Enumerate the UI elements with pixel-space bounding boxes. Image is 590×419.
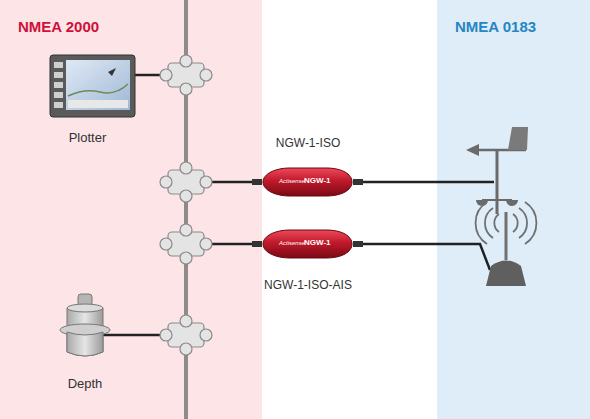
ais-antenna-picture (494, 214, 499, 232)
plotter-device: Plotter (37, 50, 138, 152)
ais-antenna-picture (485, 208, 493, 238)
t-connector (160, 176, 172, 188)
t-connector (200, 69, 212, 81)
t-connector (180, 224, 192, 236)
t-connector (180, 343, 192, 355)
depth-transducer-picture (67, 304, 103, 312)
t-connector (180, 190, 192, 202)
device-marking: Actisense (279, 240, 305, 247)
cables (357, 181, 494, 184)
ais-antenna-picture (486, 261, 526, 287)
gateway-body (263, 230, 352, 258)
cables (135, 74, 162, 77)
t-connector (180, 315, 192, 327)
t-connector (180, 55, 192, 67)
gateway-body (353, 241, 363, 247)
ais-antenna-picture (476, 202, 487, 244)
depth-transducer-picture (67, 332, 103, 356)
cables (357, 244, 490, 270)
depth-sensor: Depth (37, 290, 133, 395)
wind-vane-picture (508, 127, 528, 150)
plotter-picture (50, 55, 135, 117)
plotter-picture (54, 72, 63, 78)
t-connector (200, 176, 212, 188)
cables (103, 334, 162, 337)
ais-antenna-picture (505, 212, 508, 260)
cables (103, 75, 494, 335)
plotter-picture (54, 92, 63, 98)
gateway-body (252, 168, 363, 258)
wind-vane-picture (466, 127, 528, 214)
plotter-picture (68, 100, 128, 108)
plotter-picture (54, 62, 63, 68)
t-connector (180, 252, 192, 264)
ais-antenna-picture (476, 202, 537, 286)
wind-vane-picture (496, 150, 499, 214)
wind-vane-picture (466, 144, 479, 156)
device-label: NMEA 2000 (18, 18, 99, 36)
t-connector (160, 329, 172, 341)
network-region: NMEA 0183 (437, 0, 590, 419)
plotter-picture (54, 102, 63, 108)
plotter-picture (54, 82, 63, 88)
t-connector (200, 238, 212, 250)
wind-vane-picture (506, 200, 518, 206)
device-label: NMEA 0183 (455, 18, 536, 36)
device-label: Depth (37, 376, 133, 392)
t-connector (180, 162, 192, 174)
device-label: Plotter (37, 130, 138, 146)
device-label: NGW-1-ISO (255, 136, 361, 150)
gateway-body (263, 168, 352, 196)
t-connector (160, 55, 212, 355)
gateway-body (252, 241, 262, 247)
plotter-picture (66, 60, 130, 110)
region-grounds (0, 0, 262, 419)
t-connector (200, 329, 212, 341)
ais-antenna-picture (525, 202, 536, 244)
t-connector (160, 69, 172, 81)
device-marking: NGW-1 (304, 176, 331, 186)
device-marking: Actisense (279, 178, 305, 185)
gateway-device: NGW-1-ISO ActisenseNGW-1 (255, 136, 361, 206)
depth-transducer-picture (60, 294, 110, 356)
ais-antenna-picture (476, 202, 537, 244)
plotter-picture (68, 84, 128, 96)
t-connector (160, 238, 172, 250)
device-label: NGW-1-ISO-AIS (255, 278, 361, 292)
gateway-device: NGW-1-ISO-AIS ActisenseNGW-1 (255, 220, 361, 296)
cables (210, 181, 258, 184)
plotter-picture (50, 55, 135, 117)
gateway-body (353, 179, 363, 185)
plotter-picture (108, 68, 116, 76)
ais-antenna-picture (519, 208, 527, 238)
network-region: NMEA 2000PlotterDepth (0, 0, 262, 419)
region-grounds (437, 0, 590, 419)
gateway-body (252, 179, 262, 185)
ais-antenna-picture (513, 214, 518, 232)
device-marking: NGW-1 (304, 238, 331, 248)
cables (210, 243, 258, 246)
t-connector (180, 83, 192, 95)
